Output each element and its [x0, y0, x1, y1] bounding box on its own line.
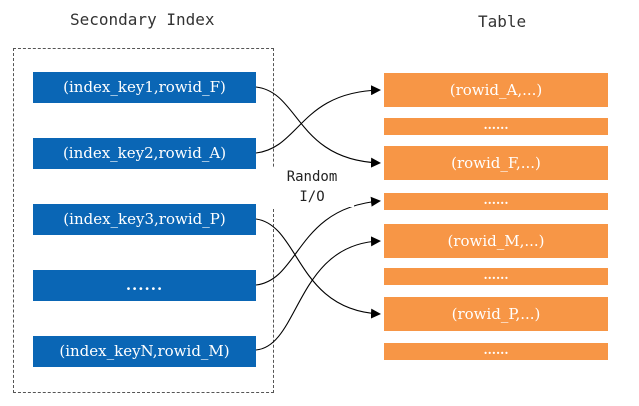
index-entry-key3: (index_key3,rowid_P) [33, 204, 256, 235]
table-row-rowid-m: (rowid_M,...) [384, 224, 608, 258]
table-row-rowid-a: (rowid_A,...) [384, 73, 608, 107]
table-heading: Table [478, 12, 527, 31]
random-io-line1: Random [286, 169, 338, 185]
table-row-rowid-f: (rowid_F,...) [384, 146, 608, 180]
table-row-rowid-p: (rowid_P,...) [384, 297, 608, 331]
arrow-key1-to-rowid-f [255, 86, 381, 168]
arrow-keyN-to-rowid-m [255, 236, 381, 351]
arrow-key2-to-rowid-a [255, 85, 381, 154]
secondary-index-frame [13, 48, 274, 393]
table-row-ellipsis: ...... [384, 343, 608, 360]
index-entry-ellipsis: ...... [33, 270, 256, 301]
table-row-ellipsis: ...... [384, 268, 608, 285]
table-row-ellipsis: ...... [384, 118, 608, 135]
random-io-line2: I/O [299, 189, 325, 205]
table-row-ellipsis: ...... [384, 193, 608, 210]
index-entry-key1: (index_key1,rowid_F) [33, 72, 256, 103]
index-entry-keyN: (index_keyN,rowid_M) [33, 336, 256, 367]
secondary-index-heading: Secondary Index [70, 10, 215, 29]
index-entry-key2: (index_key2,rowid_A) [33, 138, 256, 169]
arrow-key3-to-rowid-p [255, 218, 381, 319]
